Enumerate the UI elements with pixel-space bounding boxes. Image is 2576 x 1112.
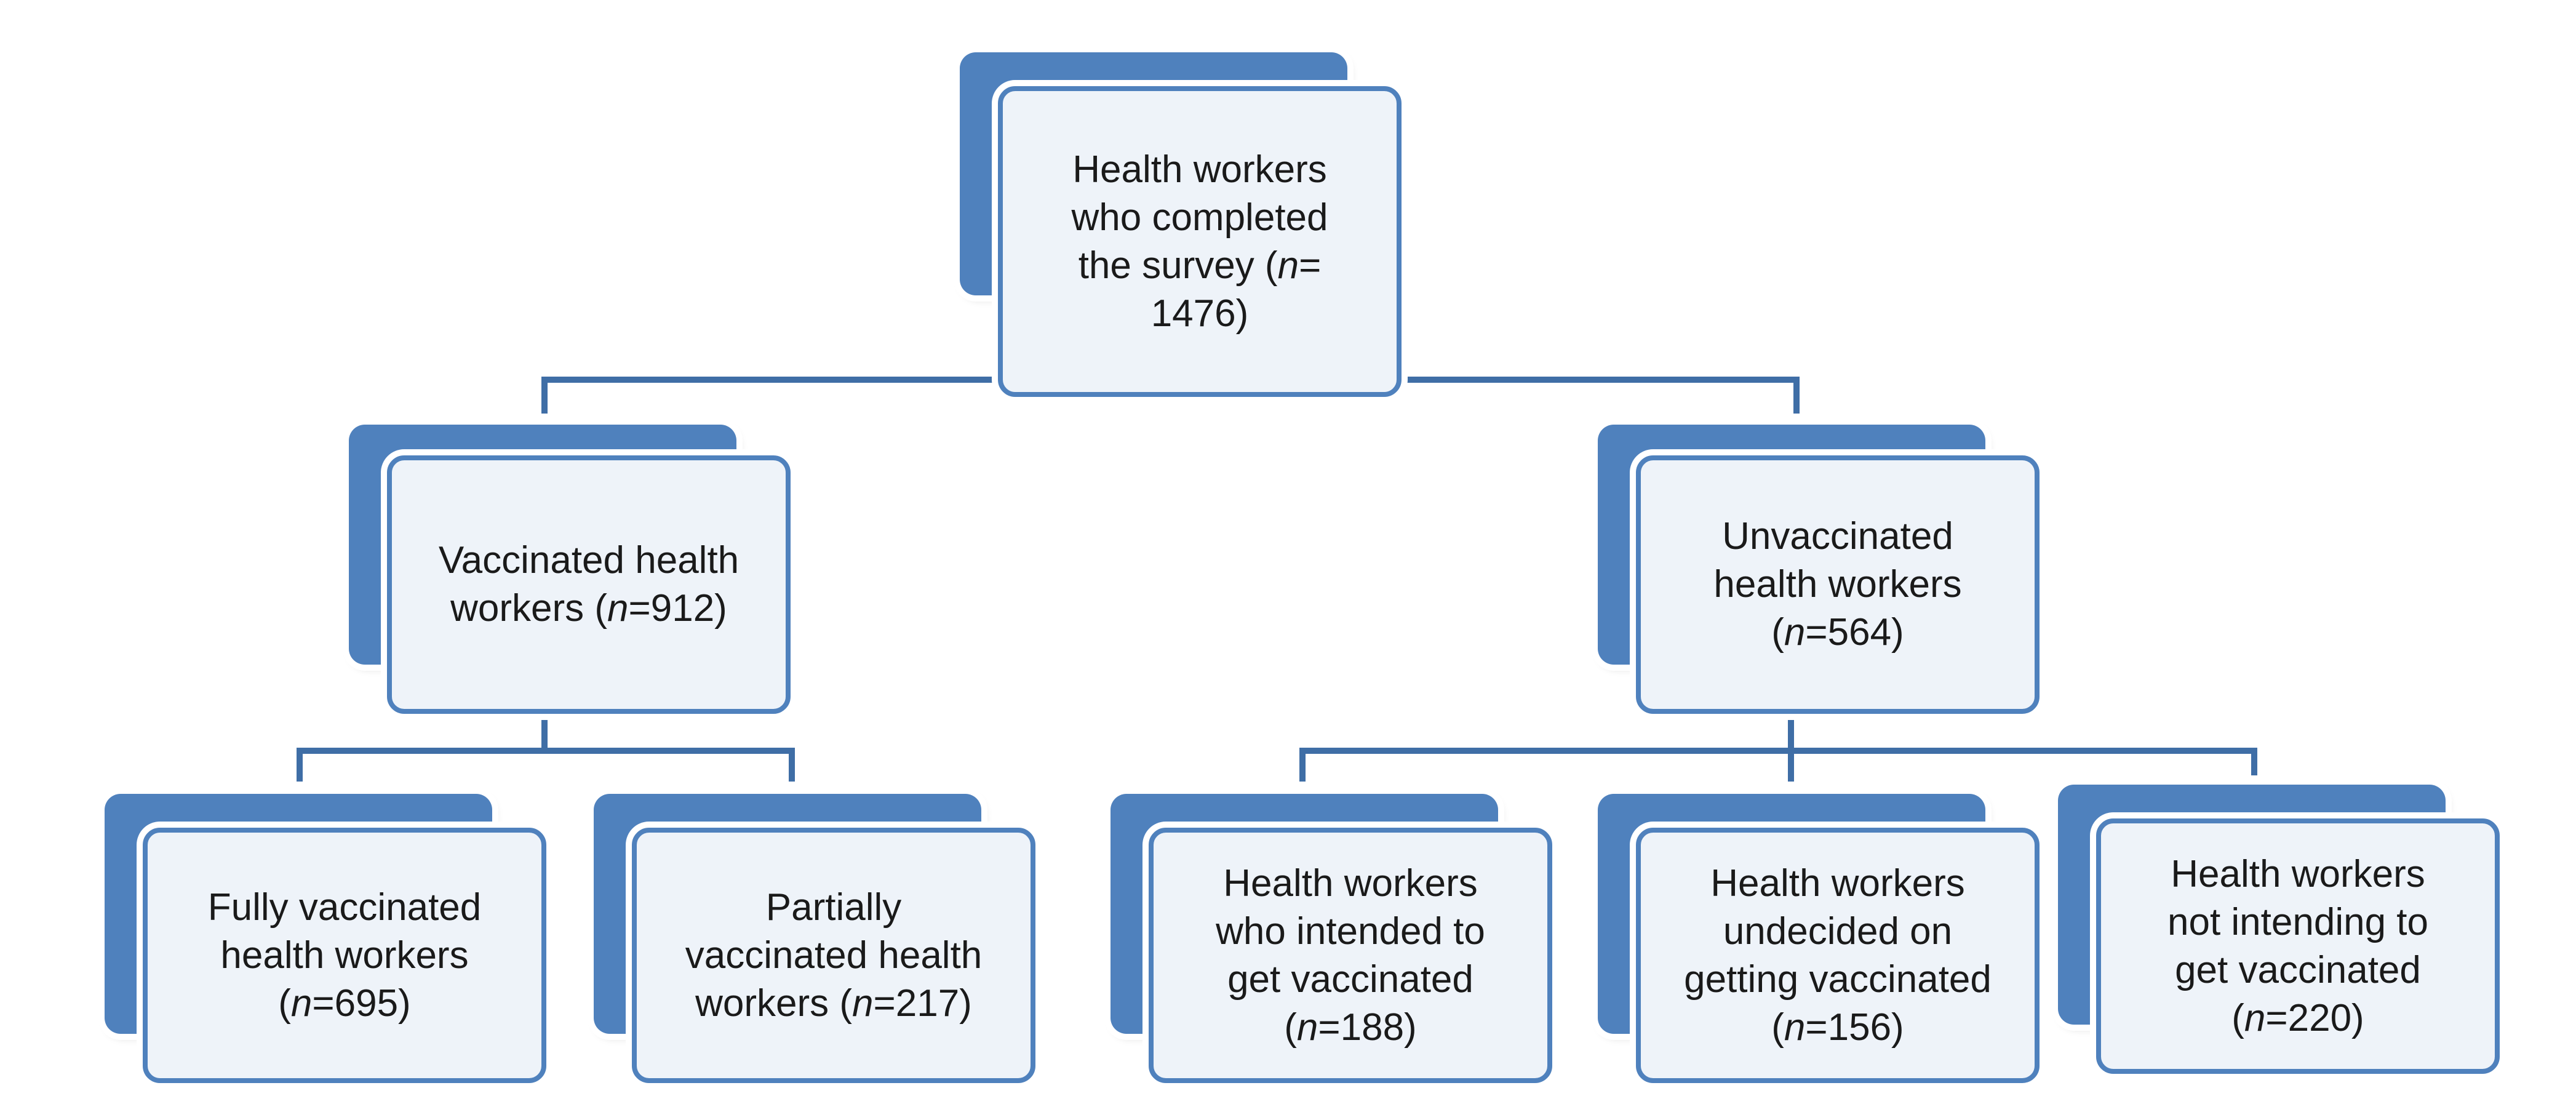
node-label: Health workers who intended to get vacci… (1201, 860, 1500, 1052)
connector-to-fully (297, 748, 303, 782)
connector-to-not-intending (2251, 748, 2257, 775)
node-partially-vaccinated: Partially vaccinated health workers (n=2… (594, 794, 1037, 1083)
label-n: n (1784, 611, 1806, 654)
node-label: Fully vaccinated health workers (n=695) (193, 884, 496, 1028)
connector-vaccinated-bar (297, 748, 795, 754)
label-count: =188) (1318, 1006, 1417, 1049)
node-front-card: Partially vaccinated health workers (n=2… (632, 828, 1035, 1083)
node-label: Unvaccinated health workers (n=564) (1699, 513, 1976, 657)
label-line: workers ( (450, 587, 608, 630)
label-line: undecided on (1723, 910, 1953, 953)
label-line: Health workers (1072, 148, 1327, 191)
connector-to-vaccinated (541, 377, 548, 414)
node-front-card: Health workers undecided on getting vacc… (1636, 828, 2040, 1083)
node-front-card: Health workers who completed the survey … (998, 86, 1402, 397)
label-line: Health workers (2171, 852, 2425, 895)
node-label: Vaccinated health workers (n=912) (424, 537, 754, 633)
label-line: vaccinated health (685, 934, 983, 977)
label-n: n (852, 982, 874, 1025)
label-line: Vaccinated health (438, 539, 740, 582)
label-n: n (1784, 1006, 1806, 1049)
label-count: 1476) (1150, 292, 1249, 335)
node-fully-vaccinated: Fully vaccinated health workers (n=695) (105, 794, 548, 1083)
connector-unvaccinated-bar (1299, 748, 2257, 754)
label-line: Health workers (1710, 862, 1965, 905)
label-line: who completed (1071, 196, 1328, 239)
label-line: health workers (220, 934, 469, 977)
node-label: Health workers not intending to get vacc… (2153, 850, 2443, 1042)
node-label: Partially vaccinated health workers (n=2… (671, 884, 997, 1028)
node-front-card: Health workers not intending to get vacc… (2096, 818, 2500, 1074)
connector-to-partially (789, 748, 795, 782)
connector-to-undecided (1788, 748, 1794, 782)
label-line: Partially (765, 886, 902, 929)
node-front-card: Fully vaccinated health workers (n=695) (143, 828, 546, 1083)
node-vaccinated: Vaccinated health workers (n=912) (349, 425, 792, 720)
label-line: ( (1284, 1006, 1297, 1049)
node-unvaccinated: Unvaccinated health workers (n=564) (1598, 425, 2041, 720)
node-front-card: Vaccinated health workers (n=912) (387, 455, 791, 714)
connector-unvaccinated-down (1788, 714, 1794, 754)
label-n: n (1296, 1006, 1318, 1049)
label-line: get vaccinated (1227, 958, 1473, 1001)
label-line: the survey ( (1078, 244, 1278, 287)
label-n: n (1277, 244, 1299, 287)
label-line: getting vaccinated (1684, 958, 1992, 1001)
node-intended-vaccination: Health workers who intended to get vacci… (1111, 794, 1553, 1083)
label-count: =564) (1805, 611, 1904, 654)
node-undecided-vaccination: Health workers undecided on getting vacc… (1598, 794, 2041, 1083)
connector-to-intended (1299, 748, 1306, 782)
connector-vaccinated-down (541, 714, 548, 754)
label-line: who intended to (1216, 910, 1485, 953)
connector-to-unvaccinated (1793, 377, 1800, 414)
label-count: =912) (628, 587, 727, 630)
label-line: ( (1771, 611, 1784, 654)
node-label: Health workers undecided on getting vacc… (1669, 860, 2006, 1052)
node-label: Health workers who completed the survey … (1056, 146, 1342, 338)
label-count: =220) (2265, 996, 2364, 1039)
label-line: Fully vaccinated (207, 886, 482, 929)
label-line: Unvaccinated (1722, 515, 1953, 558)
node-front-card: Unvaccinated health workers (n=564) (1636, 455, 2040, 714)
node-survey-completed: Health workers who completed the survey … (960, 52, 1403, 397)
label-line: Health workers (1223, 862, 1478, 905)
label-line: ( (278, 982, 291, 1025)
label-n: n (290, 982, 313, 1025)
label-line: = (1299, 244, 1322, 287)
label-n: n (607, 587, 629, 630)
label-line: ( (1771, 1006, 1784, 1049)
label-count: =217) (873, 982, 972, 1025)
label-n: n (2244, 996, 2266, 1039)
label-count: =156) (1805, 1006, 1904, 1049)
label-line: health workers (1713, 563, 1962, 606)
label-line: not intending to (2167, 900, 2428, 943)
label-count: =695) (312, 982, 411, 1025)
label-line: get vaccinated (2175, 948, 2421, 991)
label-line: ( (2231, 996, 2244, 1039)
node-not-intending-vaccination: Health workers not intending to get vacc… (2058, 785, 2501, 1080)
node-front-card: Health workers who intended to get vacci… (1149, 828, 1552, 1083)
label-line: workers ( (695, 982, 853, 1025)
